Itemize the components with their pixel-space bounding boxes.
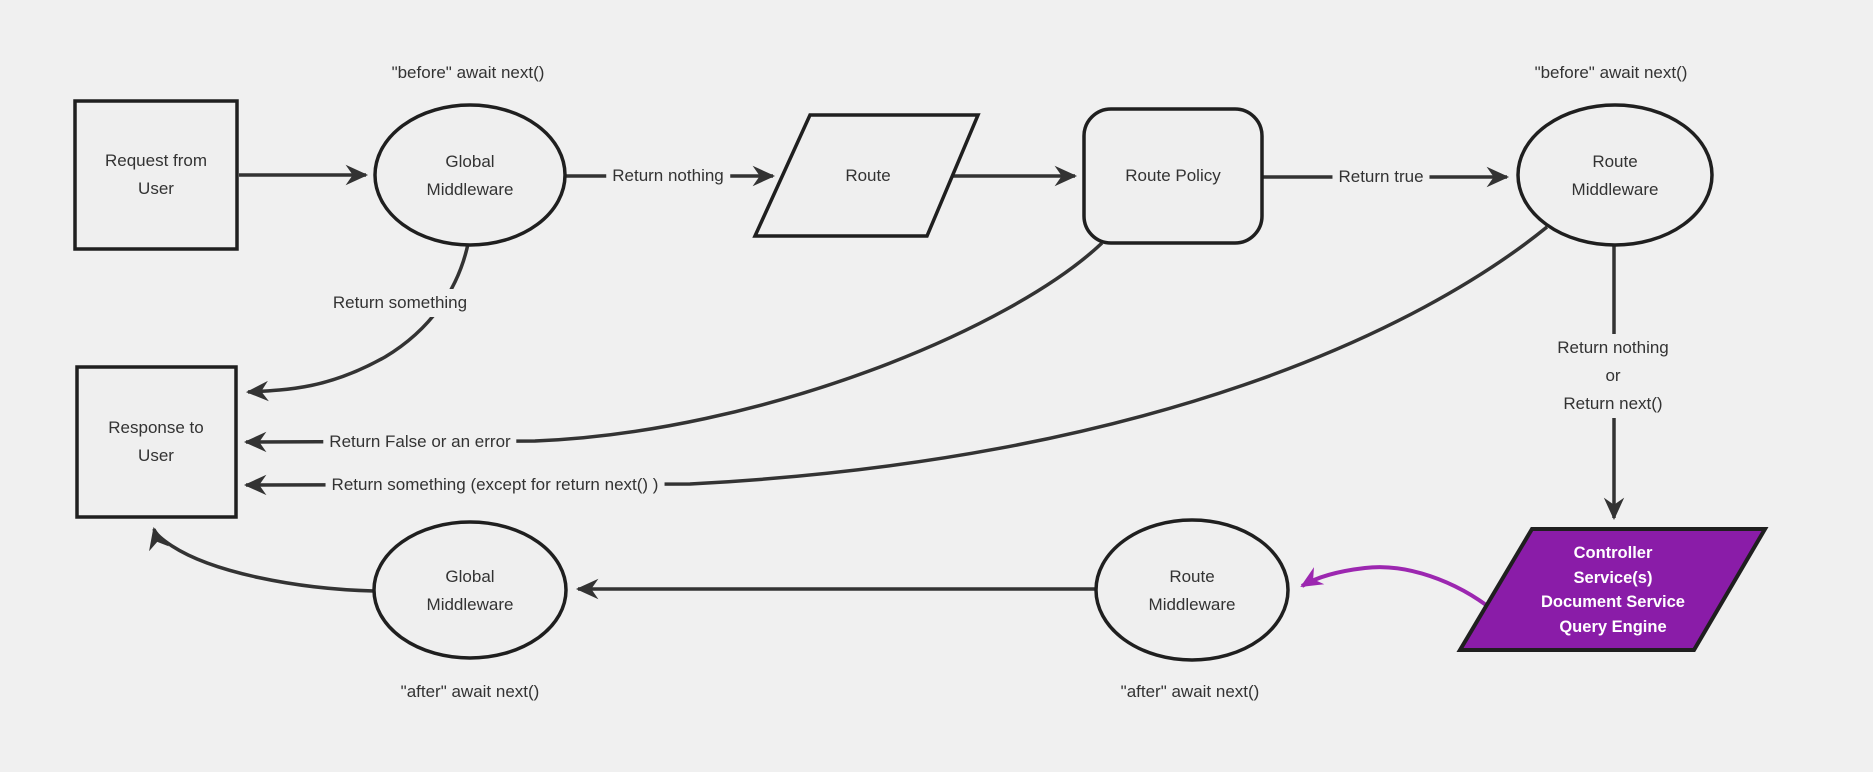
node-global-middleware-bottom [372, 520, 568, 660]
node-response-to-user [75, 365, 238, 519]
node-request-from-user [73, 99, 239, 251]
edge-return-something-except-to-response [243, 225, 1549, 496]
edge-return-something-to-response [245, 243, 470, 402]
node-route-policy [1082, 107, 1264, 245]
edge-controller-to-route-middleware-after [1300, 565, 1496, 613]
node-route-middleware-top [1516, 103, 1714, 247]
node-controller-services [1456, 527, 1769, 652]
node-global-middleware-top [373, 103, 567, 247]
node-route [752, 113, 981, 238]
node-route-middleware-bottom [1094, 518, 1290, 662]
edge-return-false-to-response [243, 241, 1104, 453]
edge-global-middleware-after-to-response [149, 527, 375, 593]
